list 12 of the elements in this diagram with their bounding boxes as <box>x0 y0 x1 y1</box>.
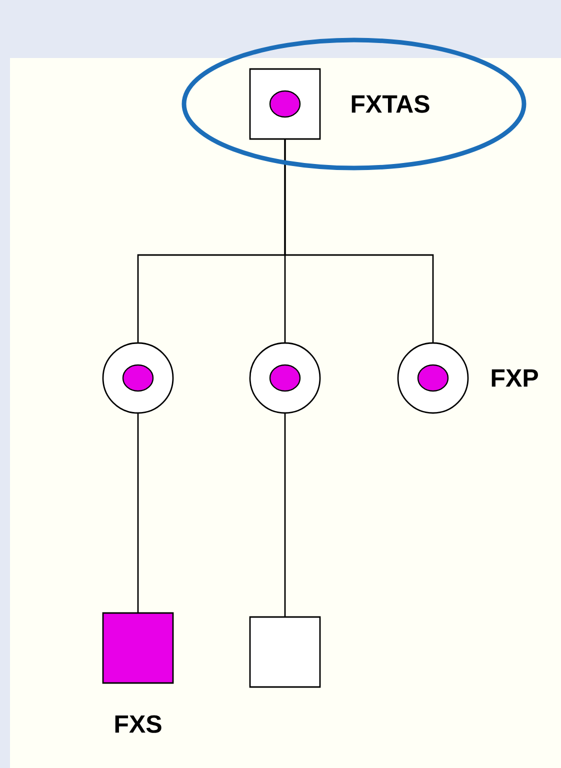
pedigree-line <box>284 413 286 617</box>
female-circle <box>249 342 321 414</box>
male-square <box>249 616 321 688</box>
female-circle <box>397 342 469 414</box>
node-label: FXS <box>115 715 162 733</box>
pedigree-line <box>137 413 139 613</box>
node-label: FXP <box>492 369 538 387</box>
node-label: FXTAS <box>352 95 430 113</box>
female-circle <box>102 342 174 414</box>
male-square <box>249 68 321 140</box>
male-square <box>102 612 174 684</box>
pedigree-line <box>284 139 434 343</box>
